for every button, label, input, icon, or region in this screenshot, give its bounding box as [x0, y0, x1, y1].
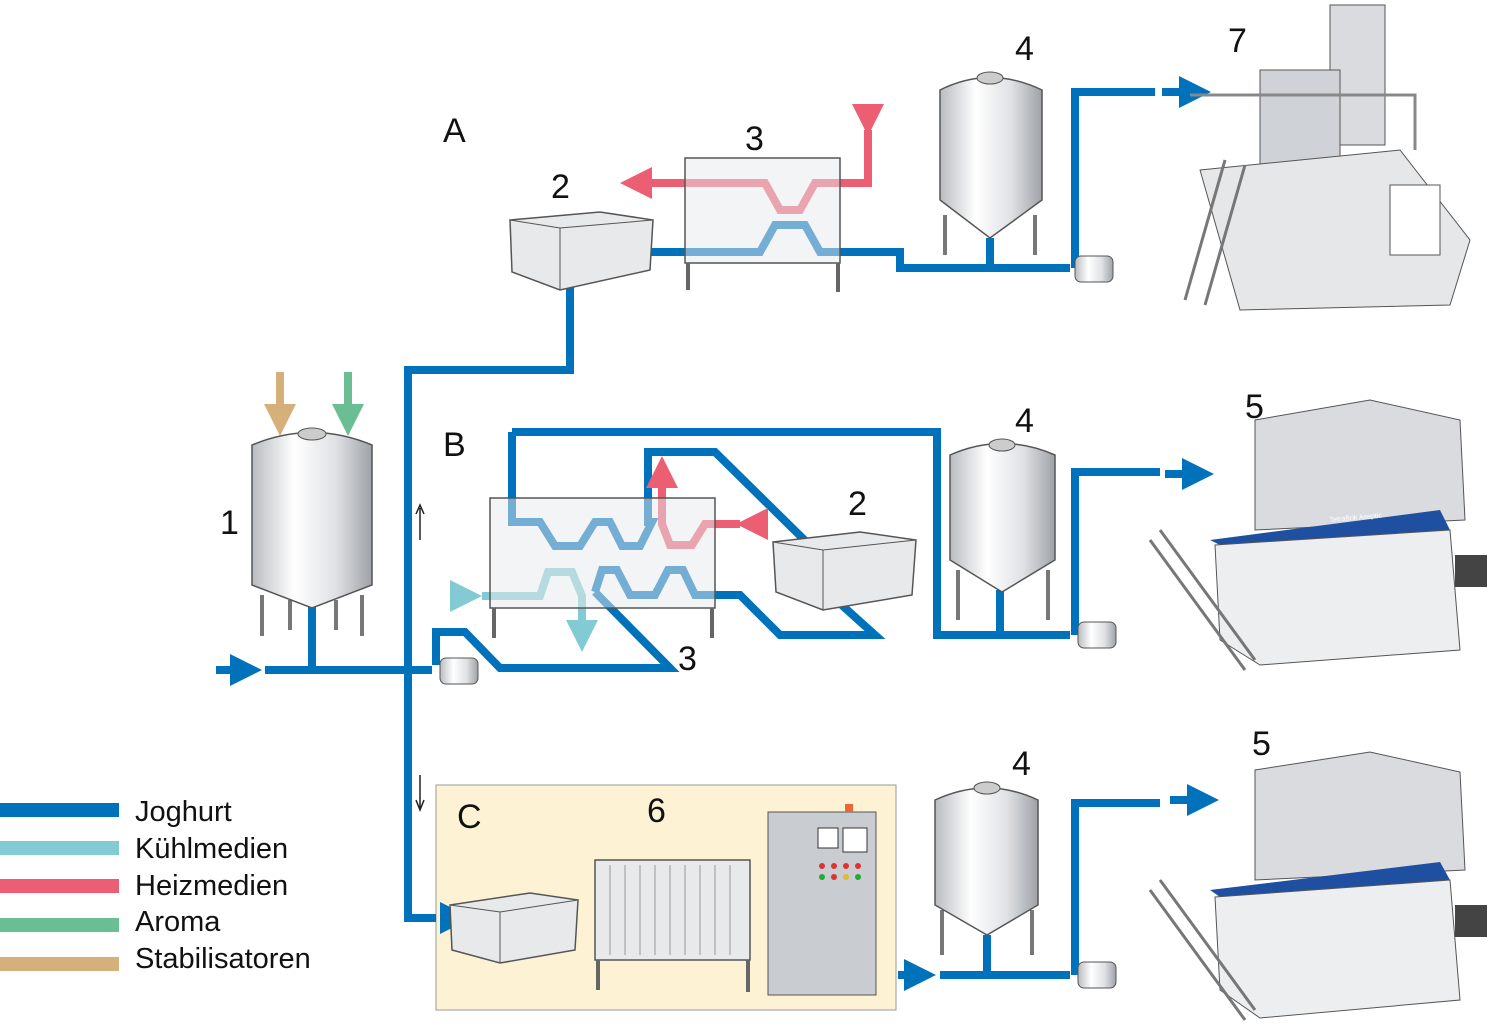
- legend-label-kuehlmedien: Kühlmedien: [135, 833, 288, 865]
- pipe-b-loop: [512, 428, 1070, 639]
- process-tank-b: [772, 531, 917, 611]
- mixing-tank: [251, 427, 373, 636]
- legend-swatch-kuehlmedien: [0, 841, 119, 855]
- filling-machine-5-b: TetraBrik Aseptic: [1148, 399, 1487, 671]
- flow-up-arrow-icon: [415, 503, 425, 540]
- pump-b: [1077, 621, 1117, 649]
- heat-exchanger-a: [684, 157, 841, 292]
- legend-swatch-stabilisatoren: [0, 957, 119, 971]
- pump-main: [439, 657, 479, 685]
- heat-exchanger-b: [489, 497, 716, 638]
- pumps: [439, 255, 1117, 989]
- label-section-b: B: [443, 426, 466, 464]
- process-tank-a: [509, 211, 654, 291]
- control-panel: [767, 804, 877, 996]
- label-c-buffer: 4: [1012, 745, 1031, 783]
- legend-label-joghurt: Joghurt: [135, 796, 232, 828]
- flow-down-arrow-icon: [415, 775, 425, 813]
- pipe-to-c: [404, 670, 436, 922]
- label-a-tank: 2: [551, 168, 570, 206]
- heat-exchanger-c: [594, 859, 751, 992]
- buffer-tank-b: [949, 438, 1056, 620]
- filling-machine-7: [1183, 4, 1471, 311]
- machine-branding: TetraBrik Aseptic: [1330, 512, 1383, 524]
- pump-c: [1077, 961, 1117, 989]
- legend-swatch-heizmedien: [0, 879, 119, 893]
- pipe-to-a: [404, 262, 574, 670]
- pipe-b-inlet: [432, 589, 680, 672]
- buffer-tank-a: [939, 71, 1043, 255]
- pipe-c: [940, 935, 1070, 979]
- pipe-c-to-filler: [1071, 799, 1160, 975]
- label-c-unit: 6: [647, 792, 666, 830]
- label-section-a: A: [443, 112, 466, 150]
- label-b-hx: 3: [678, 640, 697, 678]
- process-tank-c: [449, 892, 579, 964]
- label-a-filler: 7: [1228, 22, 1247, 60]
- label-mix-tank: 1: [220, 504, 239, 542]
- label-section-c: C: [457, 798, 482, 836]
- label-a-hx: 3: [745, 120, 764, 158]
- legend-swatch-aroma: [0, 918, 119, 932]
- legend-swatch-joghurt: [0, 803, 119, 817]
- label-b-buffer: 4: [1015, 402, 1034, 440]
- label-b-filler: 5: [1245, 388, 1264, 426]
- buffer-tank-c: [934, 781, 1039, 955]
- legend-label-heizmedien: Heizmedien: [135, 870, 288, 902]
- pipe-a-to-filler: [1071, 88, 1155, 268]
- pump-a: [1074, 255, 1114, 283]
- legend-label-stabilisatoren: Stabilisatoren: [135, 943, 311, 975]
- label-c-filler: 5: [1252, 725, 1271, 763]
- labels: A 2 3 4 7 1 B 2 3 4 5 C 6 4 5: [220, 22, 1271, 836]
- legend-label-aroma: Aroma: [135, 906, 221, 938]
- legend: Joghurt Kühlmedien Heizmedien Aroma Stab…: [0, 796, 311, 975]
- label-a-buffer: 4: [1015, 30, 1034, 68]
- filling-machine-5-c: [1148, 751, 1487, 1021]
- label-b-tank: 2: [848, 485, 867, 523]
- pipe-b-to-filler: [1071, 468, 1160, 635]
